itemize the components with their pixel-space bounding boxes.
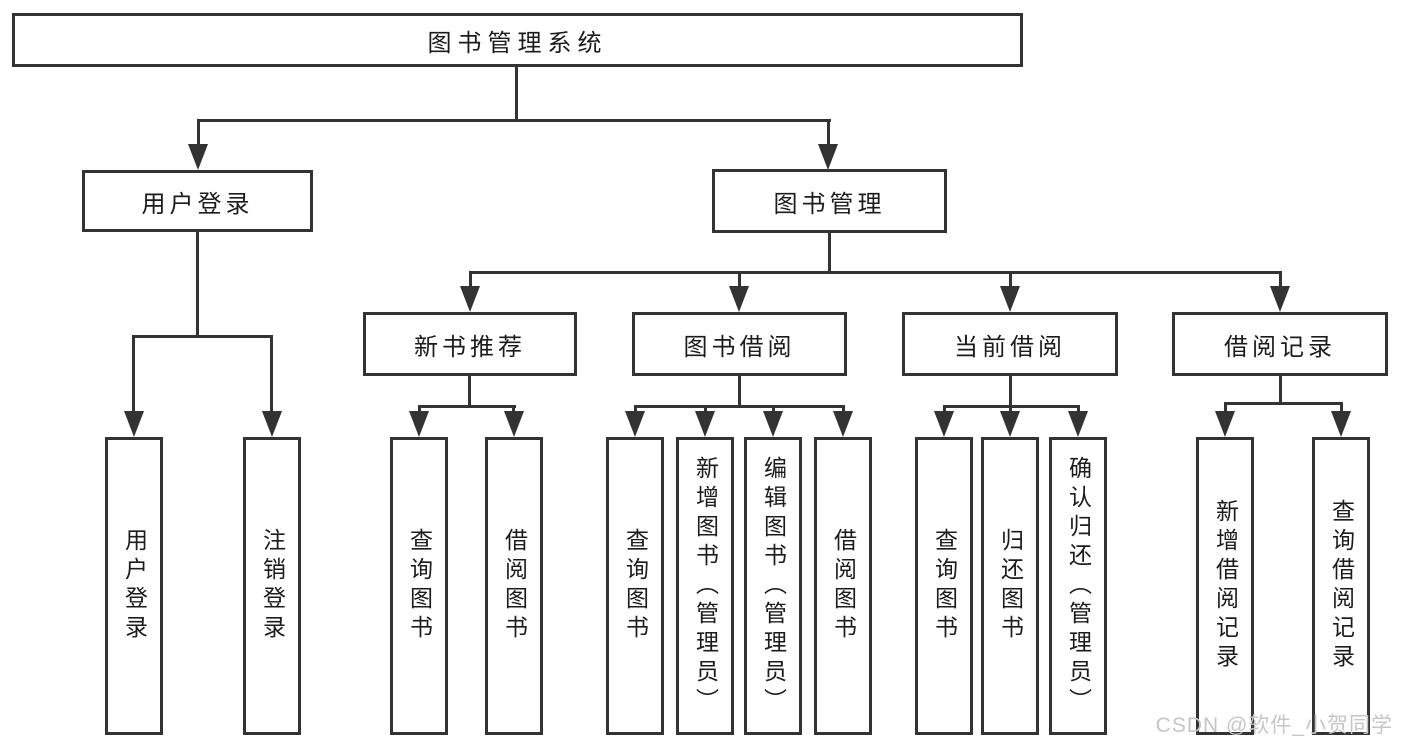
arrowhead-down [504,411,524,437]
leaf-label: 借阅图书 [501,528,528,644]
node-new-book-recommend: 新书推荐 [363,312,577,376]
arrowhead-down [1270,286,1290,312]
connector-line [469,271,472,291]
arrowhead-down [818,144,838,170]
leaf-query-borrow-record: 查询借阅记录 [1312,437,1370,735]
connector-line [512,405,515,415]
leaf-query-books-current: 查询图书 [915,437,973,735]
connector-line [468,374,471,408]
arrowhead-down [729,286,749,312]
arrowhead-down [625,411,645,437]
connector-line [842,405,845,415]
leaf-label: 用户登录 [121,528,148,644]
arrowhead-down [1331,411,1351,437]
leaf-label: 查询图书 [406,528,433,644]
arrowhead-down [188,144,208,170]
leaf-label: 注销登录 [259,528,286,644]
node-borrow-records: 借阅记录 [1172,312,1388,376]
node-library-management-system: 图书管理系统 [12,13,1023,67]
leaf-label: 新增图书（管理员） [692,455,719,717]
connector-line [1077,405,1080,415]
node-book-management: 图书管理 [712,169,947,233]
node-user-login: 用户登录 [82,170,313,232]
connector-line [132,335,273,338]
arrowhead-down [460,286,480,312]
leaf-label: 查询图书 [931,528,958,644]
node-current-borrowing: 当前借阅 [902,312,1118,376]
leaf-user-login: 用户登录 [105,437,163,735]
arrowhead-down [262,411,282,437]
leaf-label: 编辑图书（管理员） [760,455,787,717]
connector-line [132,335,135,415]
arrowhead-down [1215,411,1235,437]
connector-line [738,271,741,291]
connector-line [634,405,637,415]
arrowhead-down [934,411,954,437]
leaf-confirm-return-admin: 确认归还（管理员） [1049,437,1107,735]
connector-line [828,231,831,274]
leaf-label: 归还图书 [997,528,1024,644]
connector-line [772,405,775,415]
arrowhead-down [763,411,783,437]
connector-line [1279,271,1282,291]
connector-line [1009,374,1012,408]
connector-line [943,405,946,415]
connector-line [1224,402,1227,415]
connector-line [738,374,741,408]
arrowhead-down [124,411,144,437]
leaf-label: 确认归还（管理员） [1065,455,1092,717]
connector-line [1279,374,1282,405]
leaf-label: 查询借阅记录 [1328,499,1355,673]
arrowhead-down [409,411,429,437]
connector-line [270,335,273,415]
leaf-label: 借阅图书 [830,528,857,644]
leaf-borrow-books: 借阅图书 [814,437,872,735]
csdn-watermark: CSDN @软件_小贺同学 [1155,714,1393,737]
connector-line [418,405,516,408]
connector-line [1009,405,1012,415]
connector-line [634,405,845,408]
connector-line [704,405,707,415]
connector-line [196,230,199,337]
leaf-query-books-borrowing: 查询图书 [606,437,664,735]
leaf-label: 新增借阅记录 [1212,499,1239,673]
connector-line [1009,271,1012,291]
connector-line [515,64,518,122]
leaf-logout: 注销登录 [243,437,301,735]
arrowhead-down [833,411,853,437]
leaf-query-books-recommend: 查询图书 [390,437,448,735]
leaf-add-books-admin: 新增图书（管理员） [676,437,734,735]
arrowhead-down [1068,411,1088,437]
leaf-add-borrow-record: 新增借阅记录 [1196,437,1254,735]
leaf-label: 查询图书 [622,528,649,644]
connector-line [469,271,1282,274]
arrowhead-down [1000,411,1020,437]
connector-line [197,119,200,149]
leaf-edit-books-admin: 编辑图书（管理员） [744,437,802,735]
connector-line [418,405,421,415]
connector-line [827,119,830,149]
connector-line [1224,402,1343,405]
node-book-borrowing: 图书借阅 [632,312,847,376]
leaf-borrow-books-recommend: 借阅图书 [485,437,543,735]
arrowhead-down [695,411,715,437]
arrowhead-down [1000,286,1020,312]
leaf-return-books: 归还图书 [981,437,1039,735]
connector-line [197,119,831,122]
connector-line [1340,402,1343,415]
